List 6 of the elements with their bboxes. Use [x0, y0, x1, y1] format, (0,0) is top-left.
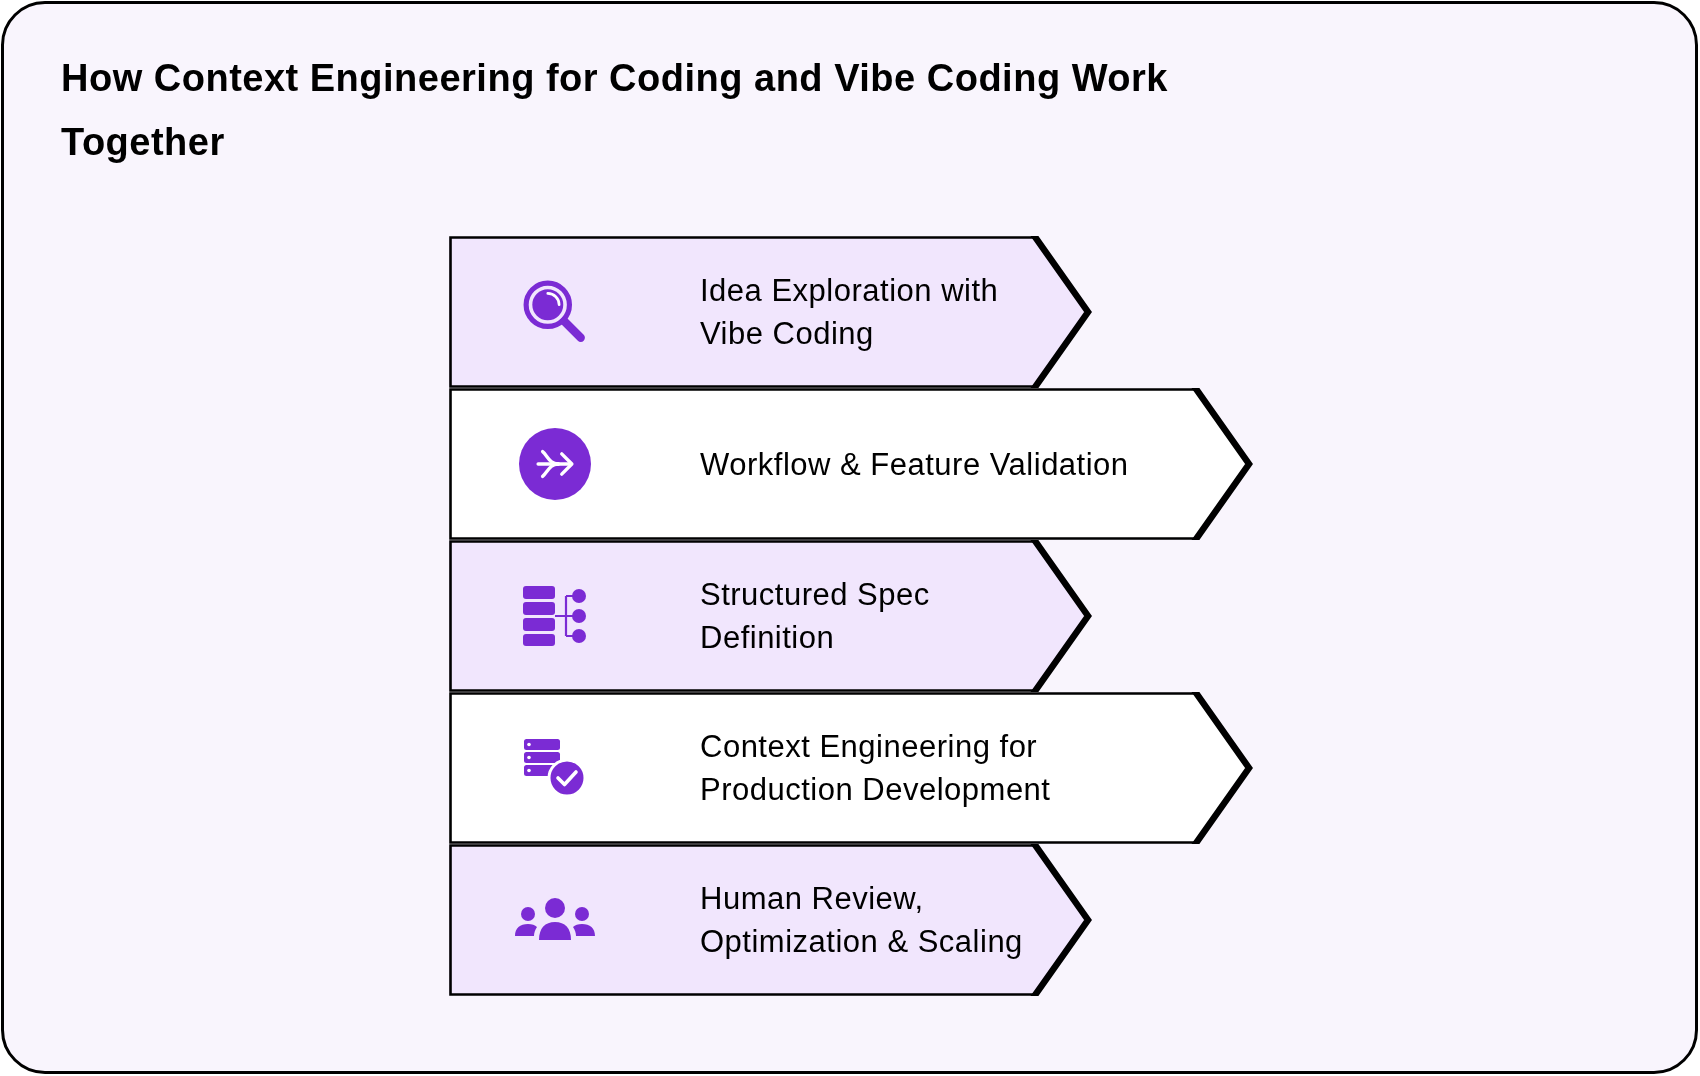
title: How Context Engineering for Coding and Vibe Coding Work Together — [61, 56, 1169, 165]
step-label: Structured Spec Definition — [700, 576, 931, 657]
step-label: Human Review, Optimization & Scaling — [700, 880, 1024, 961]
step-label: Idea Exploration with Vibe Coding — [700, 272, 1000, 353]
step-label: Context Engineering for Production Development — [700, 728, 1052, 809]
step-label: Workflow & Feature Validation — [700, 445, 1130, 484]
